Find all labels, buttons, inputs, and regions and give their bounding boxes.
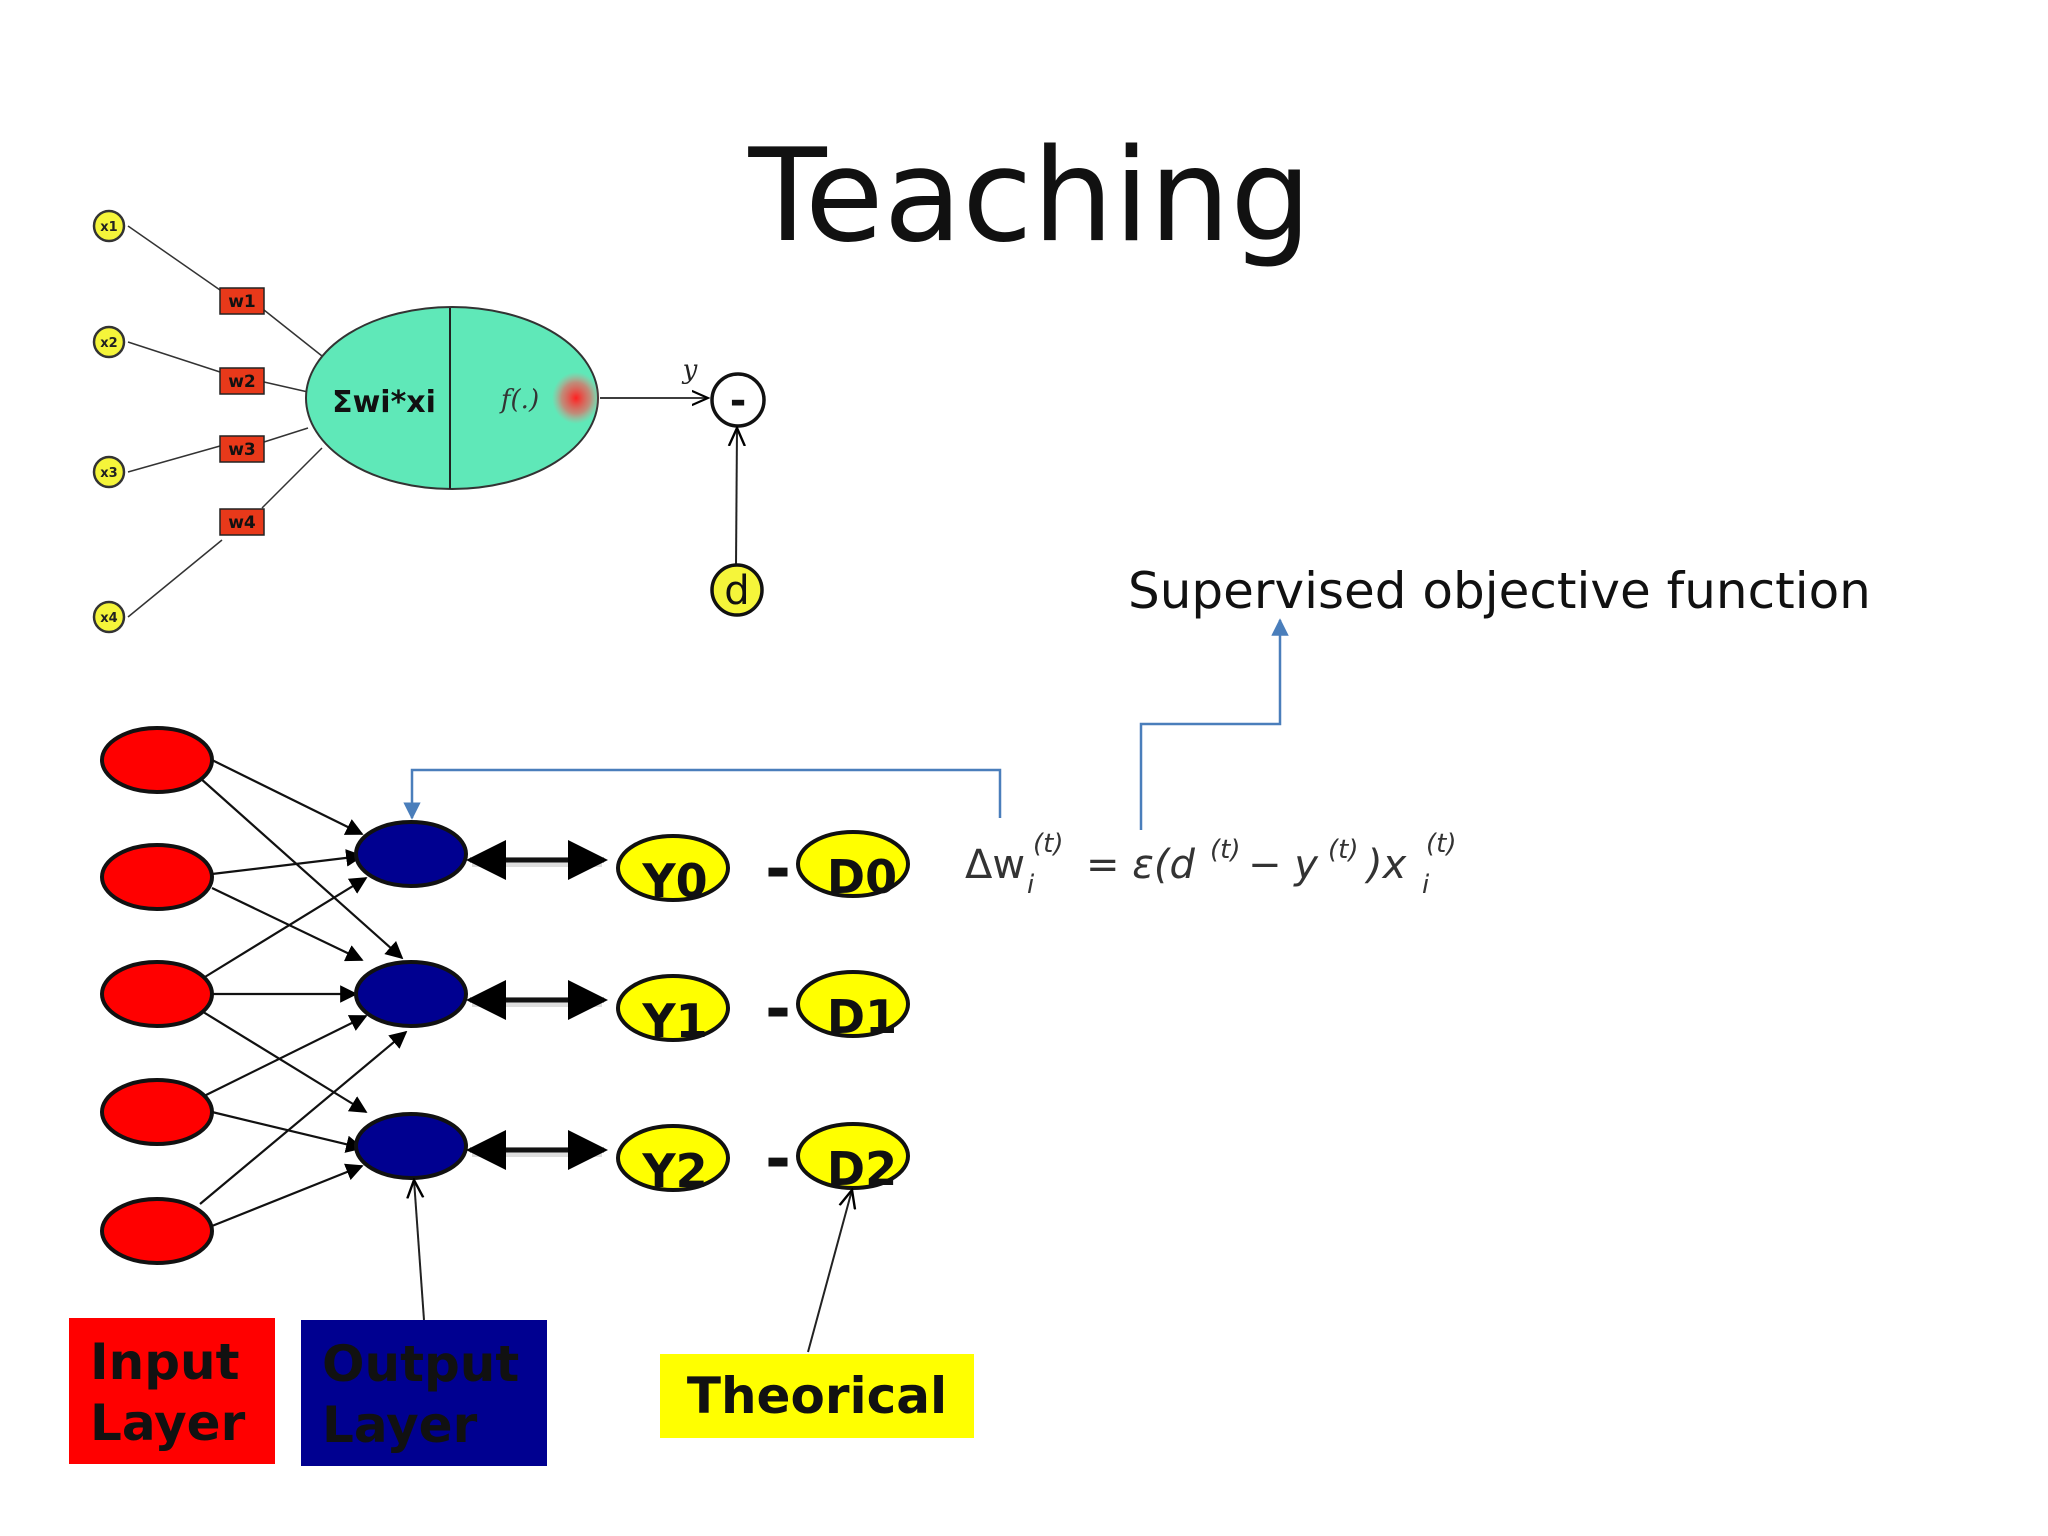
legend-input-line2: Layer bbox=[90, 1394, 246, 1452]
network-output-node bbox=[354, 820, 468, 888]
theorical-pointer bbox=[807, 1190, 852, 1353]
minus-sign: - bbox=[765, 832, 791, 905]
weight-w1-label: w1 bbox=[228, 292, 256, 312]
legend-input-layer: Input Layer bbox=[69, 1318, 275, 1464]
network-input-node bbox=[100, 726, 214, 794]
input-x1-label: x1 bbox=[100, 220, 117, 235]
minus-sign: - bbox=[765, 972, 791, 1045]
perceptron-neuron: Σwi*xi f(.) bbox=[305, 306, 600, 490]
formula-sup-t: (t) bbox=[1033, 829, 1063, 859]
double-arrow bbox=[466, 1130, 608, 1170]
input-x2-label: x2 bbox=[100, 336, 117, 351]
network-input-node bbox=[100, 843, 214, 911]
desired-label: d bbox=[724, 568, 749, 614]
formula-minus-y: − y bbox=[1248, 842, 1319, 888]
perceptron-weight-w3: w3 bbox=[219, 435, 265, 463]
network-input-node bbox=[100, 1078, 214, 1146]
legend-output-line1: Output bbox=[322, 1335, 519, 1393]
output-y-label: y bbox=[682, 355, 698, 385]
compare-node: - bbox=[710, 372, 766, 428]
legend-theorical-label: Theorical bbox=[687, 1367, 947, 1425]
blue-connectors bbox=[403, 618, 1289, 830]
network-weight-arrows bbox=[199, 759, 408, 1228]
output-y1-node: Y1 bbox=[616, 974, 730, 1048]
input-x4-label: x4 bbox=[100, 611, 117, 626]
legend-theorical: Theorical bbox=[660, 1354, 974, 1438]
input-x3-label: x3 bbox=[100, 466, 117, 481]
network-output-node bbox=[354, 960, 468, 1028]
target-d0-node: D0 bbox=[796, 830, 910, 904]
output-y2-label: Y2 bbox=[641, 1144, 707, 1198]
sum-label: Σwi*xi bbox=[332, 385, 436, 420]
update-formula: Δw i (t) = ε(d (t) − y (t) )x i (t) bbox=[965, 829, 1456, 900]
target-d1-node: D1 bbox=[796, 970, 910, 1044]
output-y0-node: Y0 bbox=[616, 834, 730, 908]
target-d2-node: D2 bbox=[796, 1122, 910, 1196]
perceptron-input-x1: x1 bbox=[92, 209, 126, 243]
desired-node: d bbox=[710, 563, 764, 617]
network-input-node bbox=[100, 1197, 214, 1265]
target-d0-label: D0 bbox=[827, 850, 897, 904]
output-layer-pointer bbox=[414, 1180, 425, 1321]
perceptron-connectors bbox=[127, 225, 323, 618]
formula-sub-i2: i bbox=[1422, 870, 1430, 900]
formula-sup-t2: (t) bbox=[1210, 835, 1240, 865]
network-output-node bbox=[354, 1112, 468, 1180]
activation-label: f(.) bbox=[499, 385, 539, 415]
formula-sup-t3: (t) bbox=[1328, 835, 1358, 865]
perceptron-input-x4: x4 bbox=[92, 600, 126, 634]
output-y0-label: Y0 bbox=[641, 854, 707, 908]
weight-w4-label: w4 bbox=[228, 513, 256, 533]
perceptron-diagram: x1 x2 x3 x4 w1 w2 w3 w4 bbox=[92, 209, 766, 634]
network-diagram: Y0 Y1 Y2 - - - D0 D1 D2 bbox=[100, 726, 910, 1353]
target-d2-label: D2 bbox=[827, 1142, 897, 1196]
output-y2-node: Y2 bbox=[616, 1124, 730, 1198]
objective-label: Supervised objective function bbox=[1128, 562, 1871, 620]
legend-output-line2: Layer bbox=[322, 1396, 478, 1454]
legend-input-line1: Input bbox=[90, 1333, 240, 1391]
perceptron-input-x2: x2 bbox=[92, 325, 126, 359]
slide-title: Teaching bbox=[747, 122, 1311, 271]
formula-sup-t4: (t) bbox=[1426, 829, 1456, 859]
double-arrow bbox=[466, 980, 608, 1020]
desired-arrow bbox=[736, 428, 737, 567]
target-d1-label: D1 bbox=[827, 990, 897, 1044]
legend-output-layer: Output Layer bbox=[301, 1320, 547, 1466]
perceptron-weight-w2: w2 bbox=[219, 367, 265, 395]
formula-delta: Δw bbox=[965, 842, 1025, 888]
minus-sign: - bbox=[765, 1122, 791, 1195]
perceptron-weight-w1: w1 bbox=[219, 287, 265, 315]
formula-sub-i: i bbox=[1027, 870, 1035, 900]
perceptron-input-x3: x3 bbox=[92, 455, 126, 489]
perceptron-weight-w4: w4 bbox=[219, 508, 265, 536]
compare-symbol: - bbox=[730, 378, 747, 424]
formula-close-x: )x bbox=[1364, 842, 1407, 888]
output-y1-label: Y1 bbox=[641, 994, 707, 1048]
weight-w2-label: w2 bbox=[228, 372, 256, 392]
network-input-node bbox=[100, 960, 214, 1028]
weight-w3-label: w3 bbox=[228, 440, 256, 460]
bidirectional-arrows bbox=[466, 840, 608, 1170]
double-arrow bbox=[466, 840, 608, 880]
formula-eq: = ε(d bbox=[1086, 842, 1195, 888]
